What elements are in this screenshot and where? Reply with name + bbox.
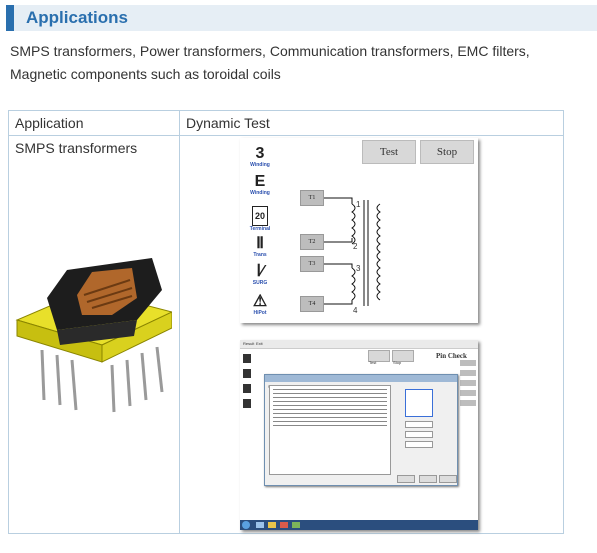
option-dropdown[interactable] <box>405 389 433 417</box>
taskbar-app-icon[interactable] <box>292 522 300 528</box>
intro-paragraph: SMPS transformers, Power transformers, C… <box>10 43 530 82</box>
param-field[interactable] <box>405 431 433 438</box>
tool-icon[interactable] <box>243 369 251 378</box>
step-editor-screenshot: Result Exit Test Stop Pin Check ck Steps <box>240 340 478 530</box>
dialog-button[interactable] <box>397 475 415 483</box>
pin-t3[interactable]: T3 <box>300 256 324 272</box>
tool-icon[interactable] <box>243 399 251 408</box>
winding-label-1: 1 <box>356 200 361 209</box>
smps-transformer-image <box>15 258 172 413</box>
surge-tool-icon[interactable]: ⅼ∕SURG <box>252 263 268 287</box>
dialog-button[interactable] <box>439 475 457 483</box>
dialog-titlebar: Steps <box>265 375 457 389</box>
header-application: Application <box>8 110 180 136</box>
pin-t2[interactable]: T2 <box>300 234 324 250</box>
param-field[interactable] <box>405 441 433 448</box>
steps-list[interactable] <box>269 385 391 475</box>
pin-list <box>460 360 476 430</box>
start-button-icon[interactable] <box>242 521 250 529</box>
fig2-test-button[interactable]: Test <box>368 350 390 365</box>
winding-label-4: 4 <box>353 306 358 315</box>
taskbar <box>240 520 478 530</box>
transformer-schematic <box>324 197 381 306</box>
steps-dialog: Steps <box>264 374 458 486</box>
menu-exit[interactable]: Exit <box>256 341 263 346</box>
hipot-tool-icon[interactable]: ⚠HiPot <box>252 293 268 317</box>
param-field[interactable] <box>405 421 433 428</box>
tool-icon[interactable] <box>243 354 251 363</box>
table-header-row: Application Dynamic Test <box>8 110 564 136</box>
menu-result[interactable]: Result <box>243 341 255 346</box>
fig2-stop-button[interactable]: Stop <box>392 350 414 365</box>
pin-t1[interactable]: T1 <box>300 190 324 206</box>
header-dynamic-test: Dynamic Test <box>179 110 564 136</box>
pin-check-title: Pin Check <box>436 352 467 360</box>
dialog-button[interactable] <box>419 475 437 483</box>
winding-label-2: 2 <box>353 242 358 251</box>
section-header: Applications <box>6 5 597 31</box>
side-toolbar <box>243 354 251 424</box>
test-button[interactable]: Test <box>362 140 416 164</box>
winding-label-3: 3 <box>356 264 361 273</box>
section-accent-bar <box>6 5 14 31</box>
taskbar-app-icon[interactable] <box>256 522 264 528</box>
taskbar-app-icon[interactable] <box>280 522 288 528</box>
stop-button[interactable]: Stop <box>420 140 474 164</box>
tool-icon[interactable] <box>243 384 251 393</box>
taskbar-app-icon[interactable] <box>268 522 276 528</box>
menu-bar: Result Exit <box>240 340 478 349</box>
pin-t4[interactable]: T4 <box>300 296 324 312</box>
section-title: Applications <box>26 8 129 27</box>
